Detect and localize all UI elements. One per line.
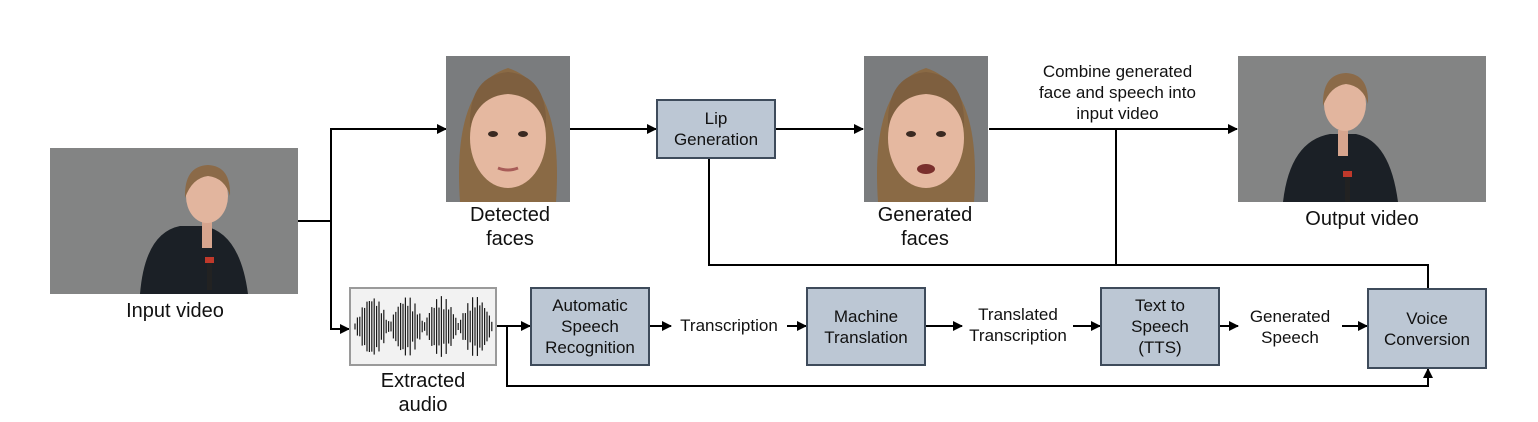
voice-conversion-box: Voice Conversion	[1367, 288, 1487, 369]
output-video-frame	[1238, 56, 1486, 202]
extracted-audio-waveform	[349, 287, 497, 366]
generated-speech-label: Generated Speech	[1249, 307, 1331, 347]
transcription-label: Transcription	[680, 316, 778, 335]
input-video-frame	[50, 148, 298, 294]
edge-vc-to-lip	[708, 159, 1429, 288]
tts-box: Text to Speech (TTS)	[1100, 287, 1220, 366]
input-video-label: Input video	[126, 300, 224, 322]
extracted-audio-label: Extracted audio	[380, 370, 466, 416]
detected-faces-image	[446, 56, 570, 202]
edge-to-detected-faces	[330, 124, 447, 221]
detected-faces-label: Detected faces	[469, 204, 551, 250]
lip-generation-box: Lip Generation	[656, 99, 776, 159]
generated-faces-image	[864, 56, 988, 202]
translated-transcription-label: Translated Transcription	[969, 305, 1067, 345]
edge-audio-to-vc	[506, 326, 1433, 387]
edge-to-extracted-audio	[330, 221, 350, 334]
output-video-label: Output video	[1305, 208, 1419, 230]
combine-note: Combine generated face and speech into i…	[1039, 62, 1196, 123]
generated-faces-label: Generated faces	[877, 204, 973, 250]
machine-translation-box: Machine Translation	[806, 287, 926, 366]
asr-box: Automatic Speech Recognition	[530, 287, 650, 366]
